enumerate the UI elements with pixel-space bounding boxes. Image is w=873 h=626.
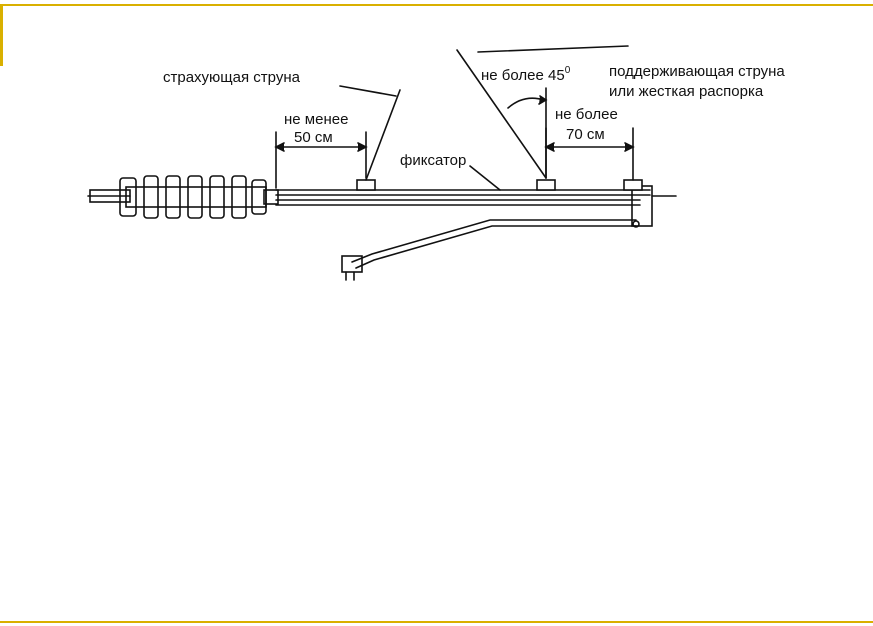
angle-arc [507, 97, 545, 109]
frame-top-line [0, 4, 873, 6]
label-max-angle: не более 450 [481, 65, 571, 84]
label-fixator: фиксатор [400, 152, 466, 169]
label-min: не менее [284, 111, 348, 128]
support-string-top [477, 45, 629, 53]
fixator-leader [469, 165, 501, 191]
rod-end [89, 189, 131, 203]
clamp-safety [356, 179, 376, 191]
label-max-angle-text: не более 45 [481, 67, 565, 84]
frame-left-line [0, 4, 3, 66]
clamp-support [536, 179, 556, 191]
clamp-end [623, 179, 643, 191]
label-safety-string: страхующая струна [163, 69, 301, 86]
label-max: не более [555, 106, 618, 123]
safety-string-leader [339, 85, 397, 97]
support-string-slanted [456, 49, 547, 179]
lower-arm [341, 219, 637, 281]
label-max-value: 70 см [566, 126, 605, 143]
fixator-rod [275, 185, 677, 228]
frame-bottom-line [0, 621, 873, 623]
label-support-line2: или жесткая распорка [609, 83, 764, 100]
label-support-line1: поддерживающая струна [609, 63, 785, 80]
insulator [119, 175, 279, 219]
safety-string-line [365, 89, 401, 181]
label-max-angle-degree: 0 [565, 65, 571, 76]
label-min-value: 50 см [294, 129, 333, 146]
